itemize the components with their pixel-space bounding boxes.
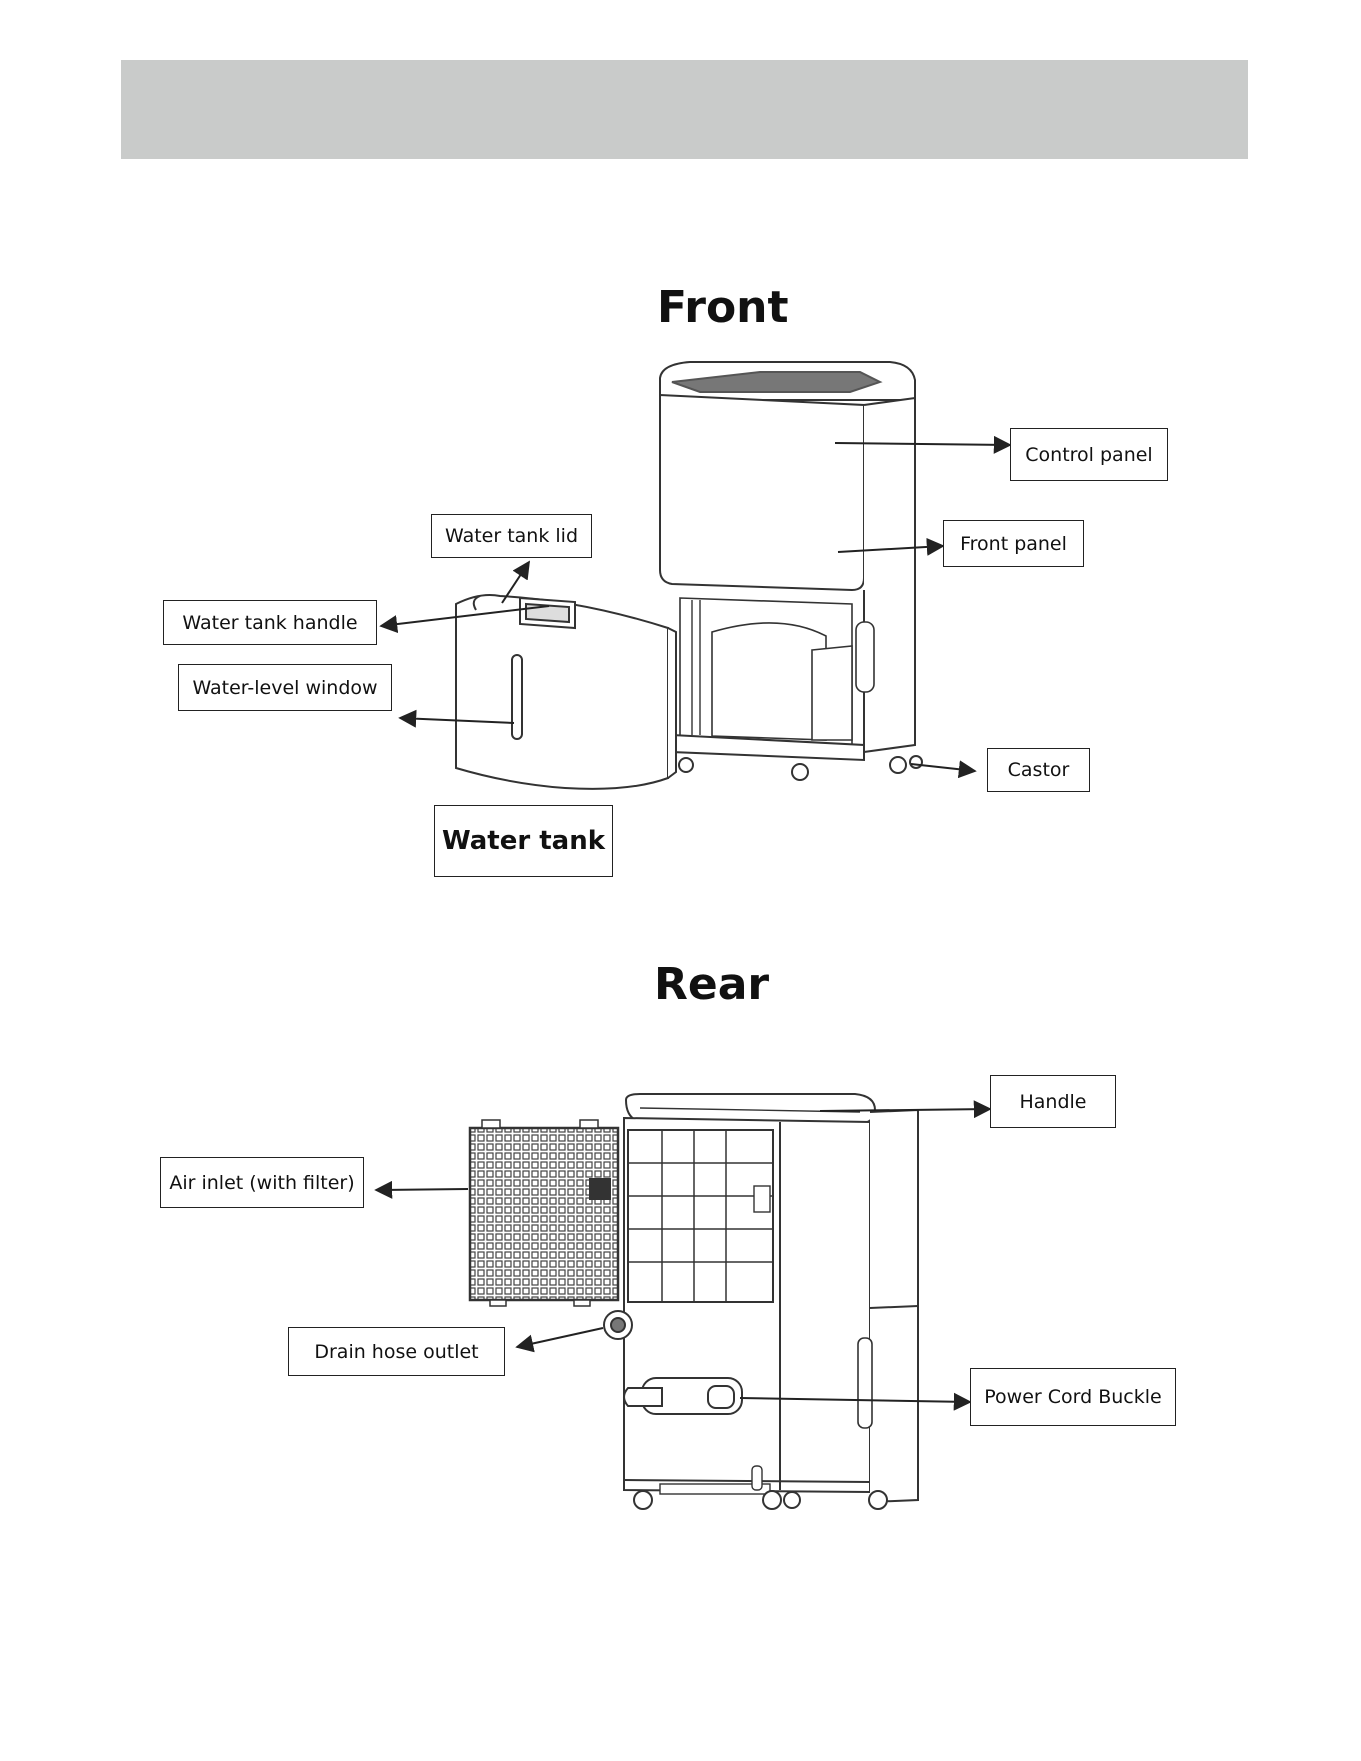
front-title: Front: [657, 282, 789, 333]
air-filter-panel: [470, 1120, 618, 1306]
water-tank-handle-label: Water tank handle: [163, 600, 377, 645]
drain-hose-outlet-label: Drain hose outlet: [288, 1327, 505, 1376]
air-inlet-label: Air inlet (with filter): [160, 1157, 364, 1208]
control-panel-label: Control panel: [1010, 428, 1168, 481]
water-tank-lid-label: Water tank lid: [431, 514, 592, 558]
water-tank-illustration: [456, 595, 676, 789]
rear-dehumidifier: [604, 1094, 918, 1509]
castor-label: Castor: [987, 748, 1090, 792]
handle-label: Handle: [990, 1075, 1116, 1128]
power-cord-buckle-label: Power Cord Buckle: [970, 1368, 1176, 1426]
rear-title: Rear: [654, 959, 769, 1010]
water-level-window-label: Water-level window: [178, 664, 392, 711]
water-tank-label: Water tank: [434, 805, 613, 877]
front-dehumidifier: [660, 362, 922, 780]
front-panel-label: Front panel: [943, 520, 1084, 567]
